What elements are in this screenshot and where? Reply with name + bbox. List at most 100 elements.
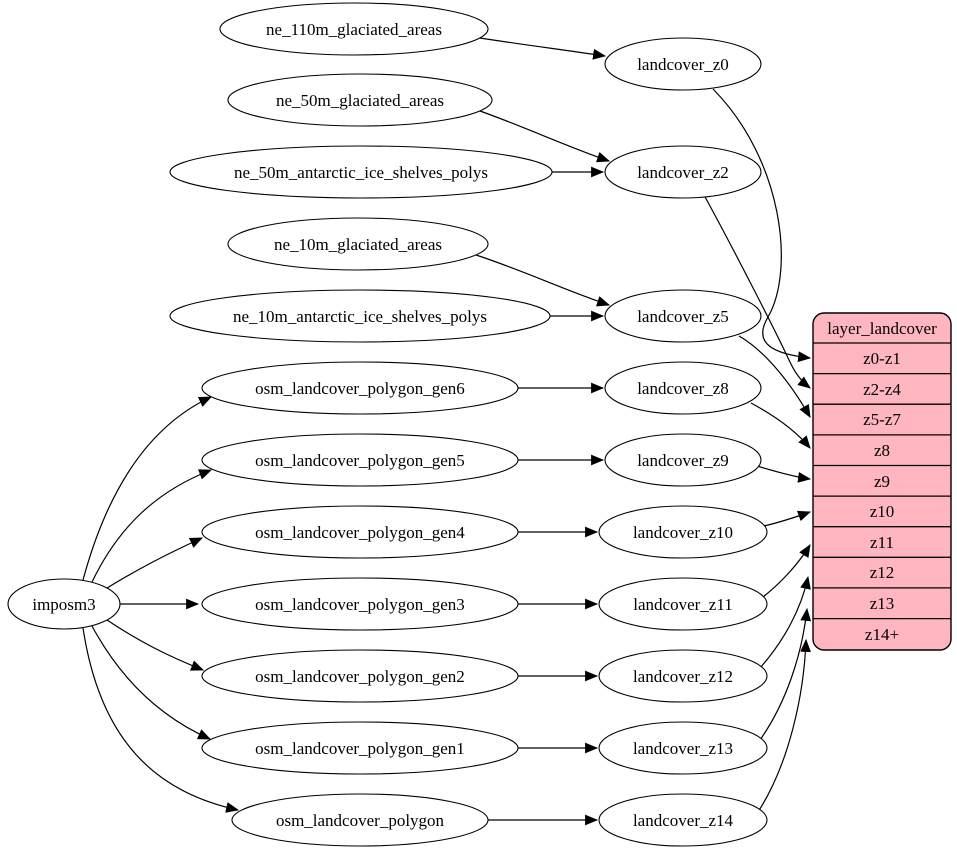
node-layer-landcover: layer_landcover z0-z1 z2-z4 z5-z7 z8 z9 … xyxy=(812,312,952,651)
node-ellipse xyxy=(201,577,519,631)
node-label: ne_110m_glaciated_areas xyxy=(266,20,442,39)
node-label: landcover_z14 xyxy=(633,811,734,830)
node-ne-50m-antarctic-ice-shelves-polys: ne_50m_antarctic_ice_shelves_polys xyxy=(169,145,553,199)
node-label: osm_landcover_polygon_gen1 xyxy=(255,739,465,758)
node-landcover-z12: landcover_z12 xyxy=(598,649,768,703)
node-osm-landcover-polygon-gen6: osm_landcover_polygon_gen6 xyxy=(201,361,519,415)
node-ellipse xyxy=(219,2,489,56)
node-label: ne_50m_glaciated_areas xyxy=(276,91,444,110)
node-landcover-z14: landcover_z14 xyxy=(598,793,768,847)
node-ellipse xyxy=(201,433,519,487)
node-label: ne_10m_antarctic_ice_shelves_polys xyxy=(233,307,487,326)
node-label: ne_10m_glaciated_areas xyxy=(274,235,442,254)
node-ellipse xyxy=(227,73,493,127)
node-ellipse xyxy=(231,793,489,847)
node-ellipse xyxy=(169,289,551,343)
edge-imposm3-to-gen2 xyxy=(106,619,205,671)
node-ellipse xyxy=(598,793,768,847)
node-ne-110m-glaciated-areas: ne_110m_glaciated_areas xyxy=(219,2,489,56)
node-ne-50m-glaciated-areas: ne_50m_glaciated_areas xyxy=(227,73,493,127)
edge-z14-to-row-z14plus xyxy=(757,638,811,813)
layer-row-label: z13 xyxy=(870,594,895,613)
node-label: osm_landcover_polygon_gen6 xyxy=(255,379,465,398)
edge-z9-to-row-z9 xyxy=(756,465,812,483)
edge-layer xyxy=(82,37,812,826)
node-label: ne_50m_antarctic_ice_shelves_polys xyxy=(234,163,488,182)
node-label: landcover_z10 xyxy=(633,523,733,542)
node-ellipse xyxy=(604,361,762,415)
node-label: osm_landcover_polygon_gen4 xyxy=(255,523,465,542)
node-label: osm_landcover_polygon_gen5 xyxy=(255,451,465,470)
node-landcover-z9: landcover_z9 xyxy=(604,433,762,487)
layer-row-label: z0-z1 xyxy=(863,349,901,368)
layer-table-box xyxy=(812,312,952,651)
edge-z5-to-row-z5z7 xyxy=(738,335,811,418)
node-osm-landcover-polygon: osm_landcover_polygon xyxy=(231,793,489,847)
layer-row-label: z10 xyxy=(870,502,895,521)
node-osm-landcover-polygon-gen4: osm_landcover_polygon_gen4 xyxy=(201,505,519,559)
node-ellipse xyxy=(227,217,489,271)
layer-table-title: layer_landcover xyxy=(827,319,937,338)
edge-z8-to-row-z8 xyxy=(750,402,811,449)
node-ellipse xyxy=(169,145,553,199)
edge-imposm3-to-polygon xyxy=(82,627,240,813)
node-label: landcover_z0 xyxy=(637,55,729,74)
node-label: landcover_z9 xyxy=(637,451,729,470)
layer-row-label: z11 xyxy=(870,533,894,552)
edge-z12-to-row-z12 xyxy=(759,575,811,669)
node-imposm3: imposm3 xyxy=(7,578,121,630)
node-osm-landcover-polygon-gen3: osm_landcover_polygon_gen3 xyxy=(201,577,519,631)
edge-ne10m-glaciated-to-z5 xyxy=(475,254,611,307)
layer-row-label: z12 xyxy=(870,563,895,582)
layer-row-label: z9 xyxy=(874,472,890,491)
node-ellipse xyxy=(604,433,762,487)
edge-imposm3-to-gen4 xyxy=(106,537,203,589)
node-landcover-z5: landcover_z5 xyxy=(604,289,762,343)
node-osm-landcover-polygon-gen2: osm_landcover_polygon_gen2 xyxy=(201,649,519,703)
node-landcover-z8: landcover_z8 xyxy=(604,361,762,415)
node-ellipse xyxy=(7,578,121,630)
node-landcover-z0: landcover_z0 xyxy=(604,37,762,91)
node-ne-10m-glaciated-areas: ne_10m_glaciated_areas xyxy=(227,217,489,271)
layer-row-label: z5-z7 xyxy=(863,410,901,429)
edge-imposm3-to-gen5 xyxy=(91,469,213,583)
node-label: osm_landcover_polygon xyxy=(276,811,445,830)
node-label: landcover_z12 xyxy=(633,667,733,686)
layer-row-label: z8 xyxy=(874,441,890,460)
edge-ne110m-to-z0 xyxy=(479,37,607,60)
node-label: osm_landcover_polygon_gen2 xyxy=(255,667,465,686)
node-ellipse xyxy=(604,145,762,199)
edge-z0-to-row-z0z1 xyxy=(712,88,812,363)
node-landcover-z10: landcover_z10 xyxy=(598,505,768,559)
node-landcover-z11: landcover_z11 xyxy=(598,577,768,631)
node-ellipse xyxy=(604,37,762,91)
edge-z13-to-row-z13 xyxy=(759,607,812,741)
edge-z10-to-row-z10 xyxy=(763,510,812,527)
node-label: landcover_z13 xyxy=(633,739,733,758)
layer-row-label: z2-z4 xyxy=(863,380,901,399)
layer-row-label: z14+ xyxy=(865,625,899,644)
node-ellipse xyxy=(598,505,768,559)
node-osm-landcover-polygon-gen5: osm_landcover_polygon_gen5 xyxy=(201,433,519,487)
node-ellipse xyxy=(604,289,762,343)
edge-ne50m-glaciated-to-z2 xyxy=(479,110,611,163)
node-osm-landcover-polygon-gen1: osm_landcover_polygon_gen1 xyxy=(201,721,519,775)
node-landcover-z2: landcover_z2 xyxy=(604,145,762,199)
node-ellipse xyxy=(201,721,519,775)
node-ne-10m-antarctic-ice-shelves-polys: ne_10m_antarctic_ice_shelves_polys xyxy=(169,289,551,343)
node-ellipse xyxy=(598,649,768,703)
edge-z2-to-row-z2z4 xyxy=(703,194,811,389)
node-label: landcover_z8 xyxy=(637,379,729,398)
node-landcover-z13: landcover_z13 xyxy=(598,721,768,775)
node-ellipse xyxy=(598,721,768,775)
node-label: landcover_z5 xyxy=(637,307,729,326)
node-ellipse xyxy=(598,577,768,631)
edge-imposm3-to-gen6 xyxy=(82,396,212,581)
node-label: landcover_z2 xyxy=(637,163,729,182)
edge-z11-to-row-z11 xyxy=(762,544,811,598)
node-label: imposm3 xyxy=(32,595,95,614)
node-label: landcover_z11 xyxy=(633,595,732,614)
edge-imposm3-to-gen1 xyxy=(91,625,211,740)
